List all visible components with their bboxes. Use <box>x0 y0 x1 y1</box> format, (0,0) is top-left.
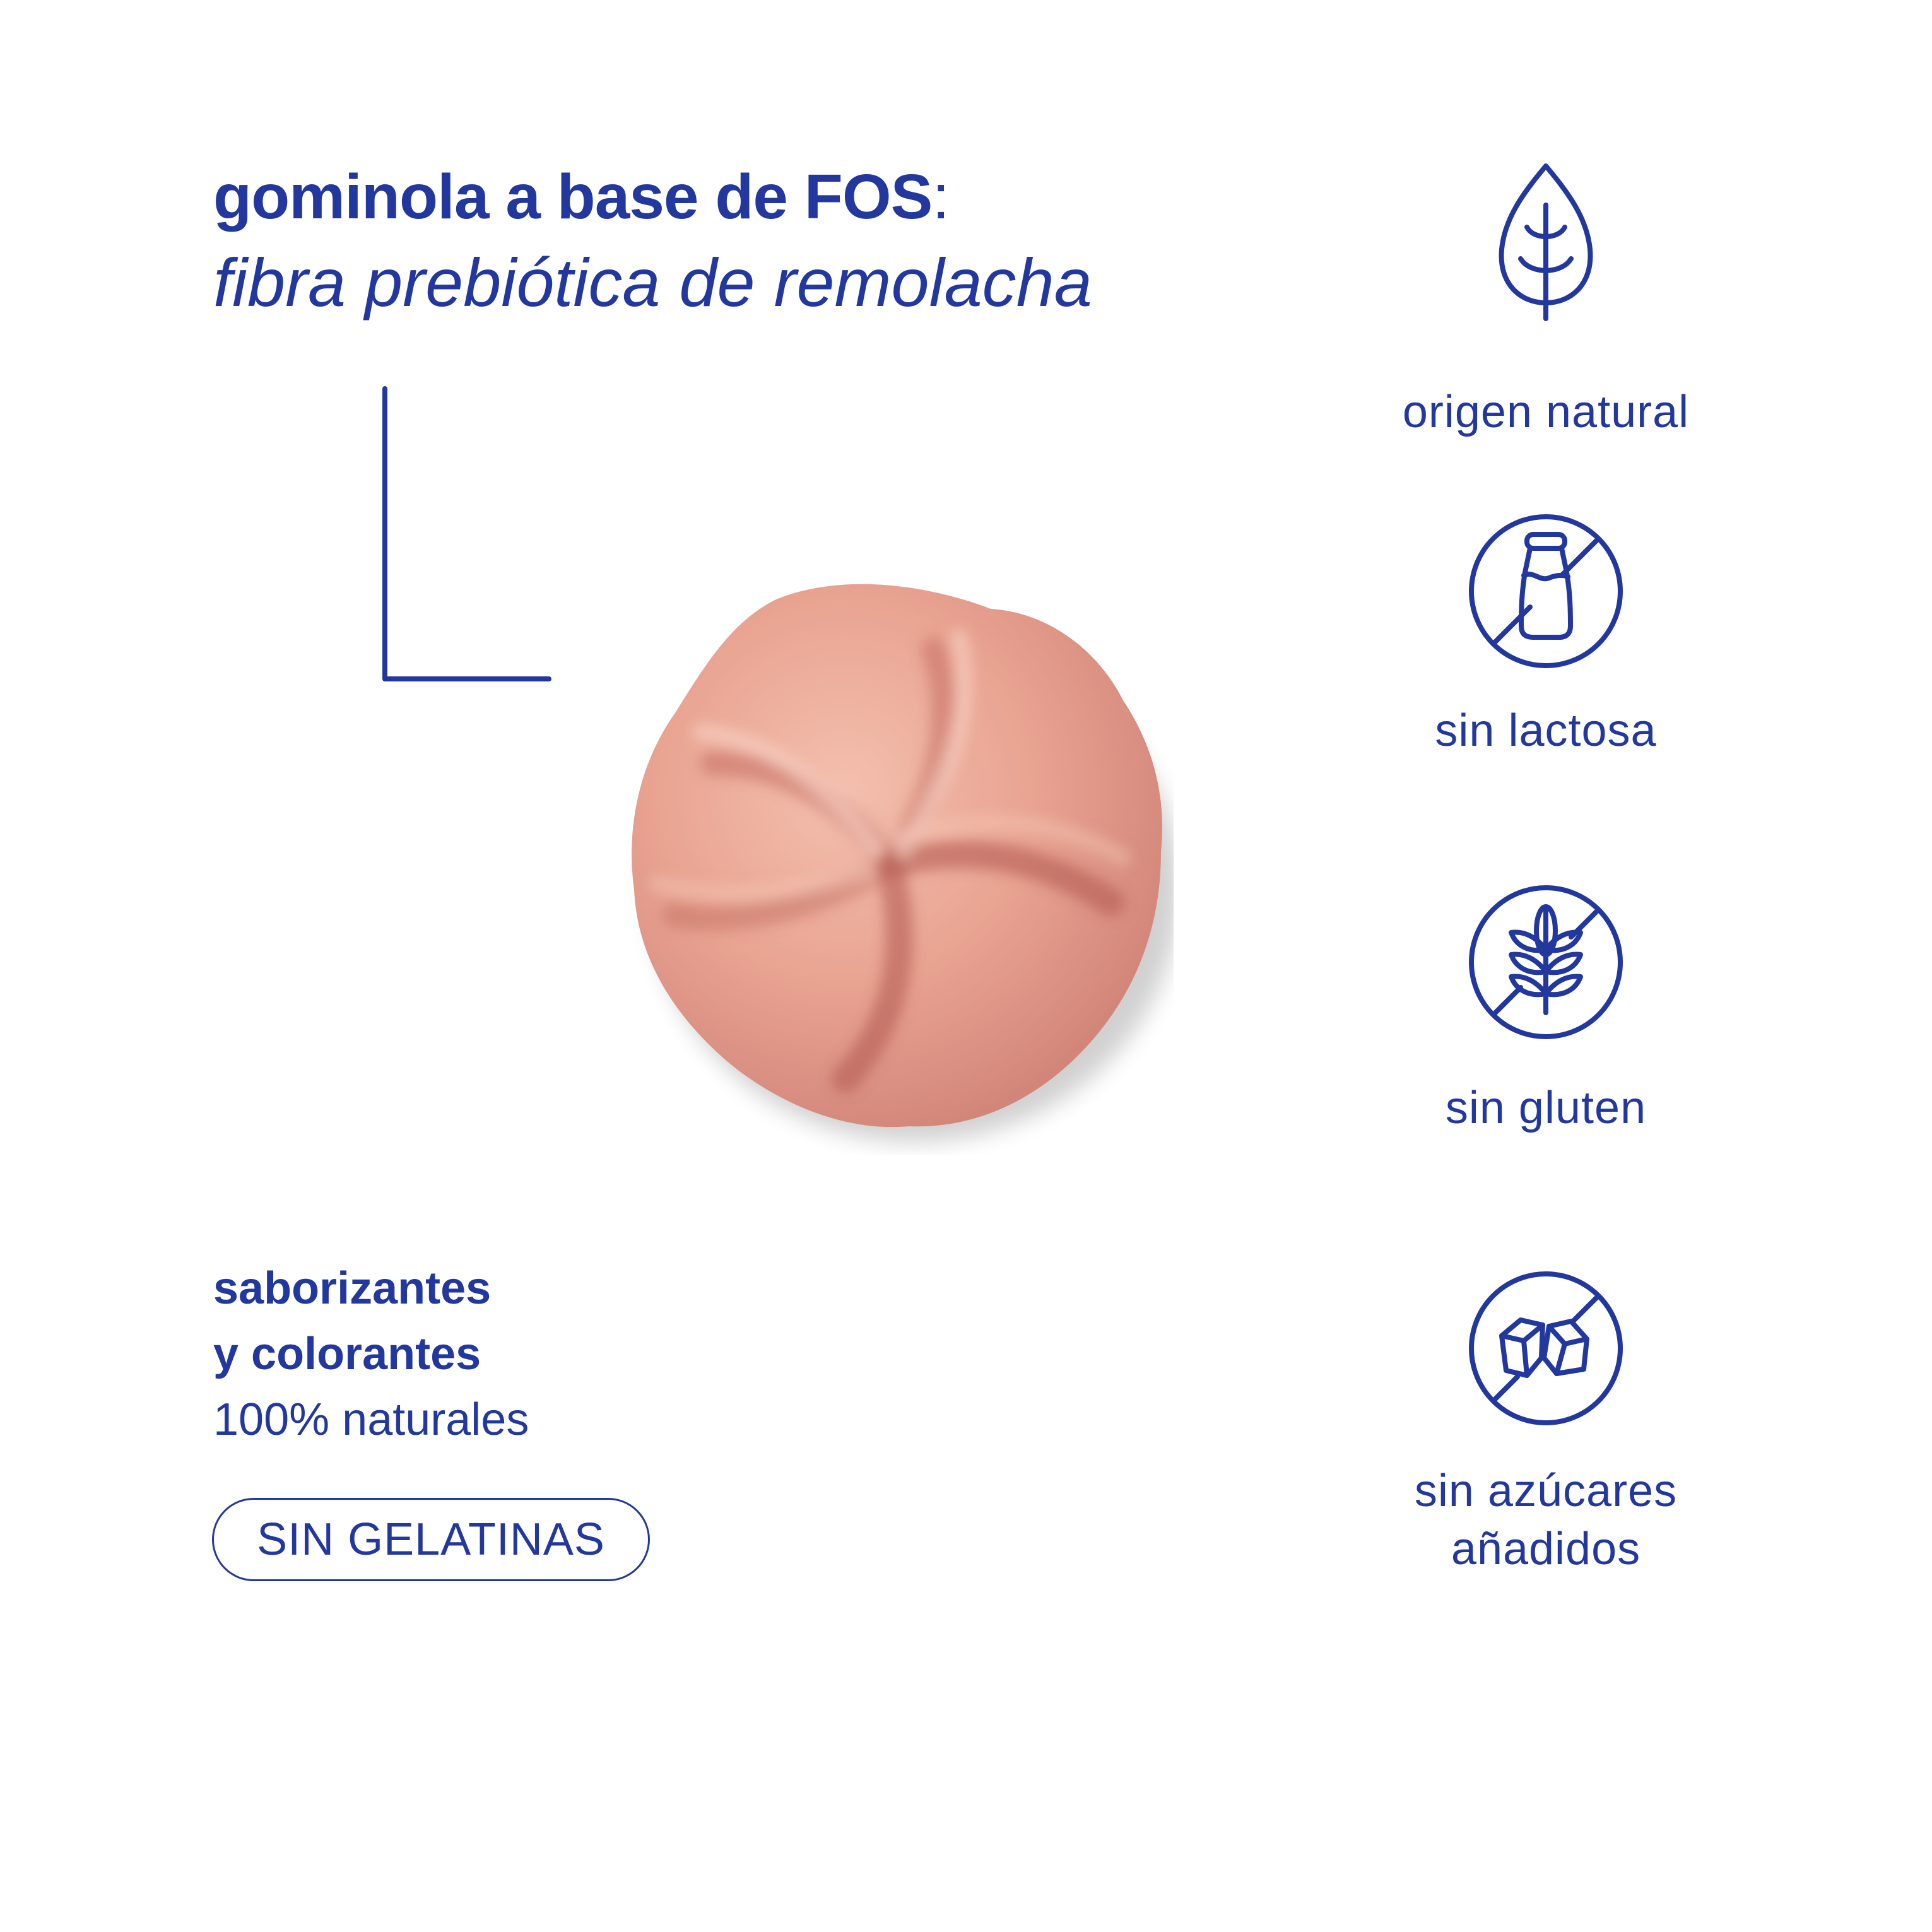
headline: gominola a base de FOS: <box>213 161 950 233</box>
no-sugar-cubes-icon <box>1469 1271 1623 1425</box>
benefit-label: sin gluten <box>1445 1083 1647 1133</box>
benefit-label: origen natural <box>1402 387 1690 437</box>
swirl-gummy-image <box>632 584 1174 1142</box>
leaf-icon <box>1499 163 1593 321</box>
bracket-connector-line <box>382 386 551 681</box>
benefit-label-line1: sin azúcares <box>1414 1466 1678 1516</box>
headline-colon: : <box>932 162 950 232</box>
benefit-lactose-free: sin lactosa <box>1357 512 1735 760</box>
natural-claims: saborizantes y colorantes 100% naturales <box>213 1256 529 1452</box>
claim-line-colorings: y colorantes <box>213 1329 481 1379</box>
no-milk-bottle-icon <box>1469 514 1623 668</box>
headline-bold: gominola a base de FOS <box>213 162 933 232</box>
benefit-no-added-sugar: sin azúcares añadidos <box>1357 1269 1735 1578</box>
claim-line-natural: 100% naturales <box>213 1394 529 1445</box>
benefit-label: sin lactosa <box>1435 705 1657 756</box>
no-wheat-icon <box>1469 885 1623 1039</box>
benefit-gluten-free: sin gluten <box>1357 883 1735 1137</box>
benefit-label-line2: añadidos <box>1451 1524 1641 1574</box>
gelatin-free-badge: SIN GELATINAS <box>212 1498 650 1581</box>
subheadline: fibra prebiótica de remolacha <box>213 244 1092 321</box>
benefit-natural-origin: origen natural <box>1357 161 1735 441</box>
claim-line-flavorings: saborizantes <box>213 1263 492 1314</box>
